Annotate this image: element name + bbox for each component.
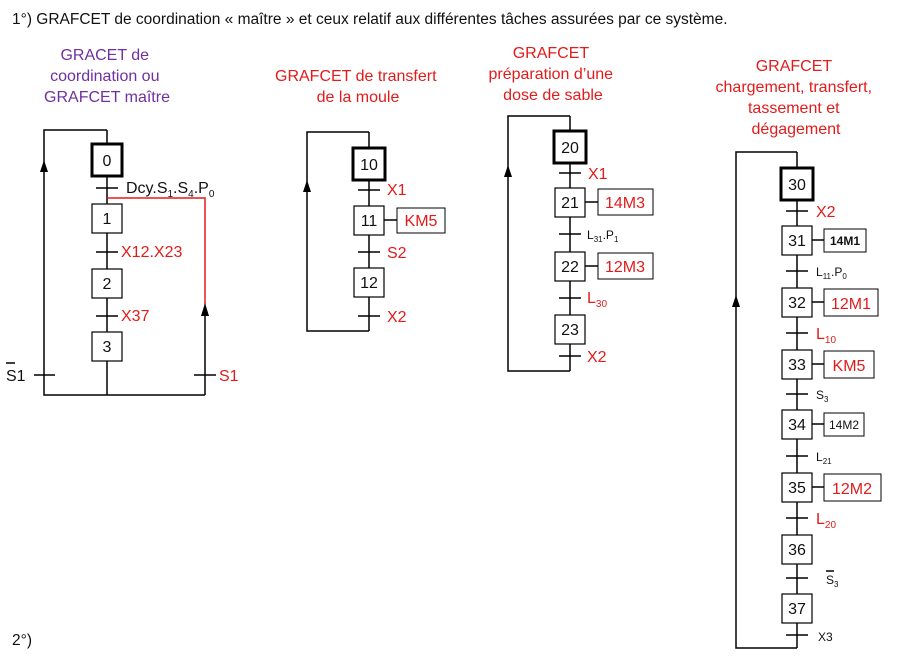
receptivity-36: S3 — [826, 573, 839, 589]
step-30-label: 30 — [788, 177, 806, 194]
step-35-label: 35 — [788, 480, 806, 497]
action-34-label: 14M2 — [829, 418, 859, 432]
step-1 — [91, 203, 123, 234]
receptivity-left: S1 — [6, 368, 26, 385]
step-30 — [779, 166, 815, 202]
grafcet-transfer-title: GRAFCET de transfert de la moule — [275, 68, 441, 106]
action-32-label: 12M1 — [831, 296, 871, 313]
step-32 — [781, 287, 813, 318]
receptivity-21: L31.P1 — [587, 228, 619, 244]
receptivity-35: L20 — [816, 511, 836, 531]
step-33 — [781, 349, 813, 380]
step-3-label: 3 — [103, 339, 112, 356]
receptivity-31: L11.P0 — [816, 265, 847, 281]
step-31 — [781, 225, 813, 256]
step-37-label: 37 — [788, 601, 806, 618]
action-22 — [597, 252, 654, 280]
receptivity-2: X37 — [121, 308, 150, 325]
action-31 — [823, 228, 867, 253]
step-0 — [90, 142, 124, 178]
step-34 — [781, 409, 813, 440]
step-31-label: 31 — [788, 233, 806, 250]
receptivity-34: L21 — [816, 450, 832, 466]
loop-arrow — [504, 165, 512, 177]
receptivity-37: X3 — [818, 630, 833, 644]
step-11 — [353, 205, 385, 236]
step-2 — [91, 268, 123, 299]
step-34-label: 34 — [788, 417, 806, 434]
grafcet-sand-dose: GRAFCET préparation d’une dose de sable … — [489, 45, 654, 372]
receptivity-32: L10 — [816, 326, 836, 346]
step-20-label: 20 — [561, 140, 579, 157]
action-33 — [823, 350, 875, 379]
receptivity-30: X2 — [816, 204, 836, 221]
grafcet-transfer: GRAFCET de transfert de la moule 10 11 1… — [275, 68, 446, 332]
step-20 — [552, 129, 588, 165]
step-37 — [781, 593, 813, 624]
action-11 — [396, 207, 446, 234]
step-2-label: 2 — [103, 276, 112, 293]
step-23-label: 23 — [561, 322, 579, 339]
loop-arrow — [732, 295, 740, 307]
receptivity-20: X1 — [588, 166, 608, 183]
receptivity-0: Dcy.S1.S4.P0 — [126, 180, 215, 200]
step-0-label: 0 — [103, 153, 112, 170]
step-36 — [781, 534, 813, 565]
grafcet-master: GRACET de coordination ou GRAFCET maître… — [6, 47, 239, 396]
loop-arrow — [303, 180, 311, 192]
action-22-label: 12M3 — [605, 259, 645, 276]
step-33-label: 33 — [788, 357, 806, 374]
step-12-label: 12 — [360, 275, 378, 292]
loop-arrow — [40, 160, 48, 172]
action-31-label: 14M1 — [830, 234, 860, 248]
action-21 — [597, 188, 654, 216]
step-10 — [351, 146, 387, 182]
grafcet-sand-dose-title: GRAFCET préparation d’une dose de sable — [489, 45, 618, 104]
page-heading: 1°) GRAFCET de coordination « maître » e… — [12, 11, 728, 28]
action-34 — [823, 412, 865, 437]
branch-arrow — [201, 303, 209, 316]
receptivity-12: X2 — [387, 309, 407, 326]
step-35 — [781, 472, 813, 503]
action-21-label: 14M3 — [605, 195, 645, 212]
receptivity-22: L30 — [587, 290, 607, 310]
step-22 — [554, 251, 586, 282]
action-11-label: KM5 — [405, 213, 438, 230]
action-35-label: 12M2 — [832, 481, 872, 498]
step-10-label: 10 — [360, 157, 378, 174]
step-21-label: 21 — [561, 195, 579, 212]
receptivity-10: X1 — [387, 182, 407, 199]
receptivity-23: X2 — [587, 349, 607, 366]
step-36-label: 36 — [788, 542, 806, 559]
receptivity-33: S3 — [816, 388, 829, 404]
action-35 — [823, 473, 882, 502]
receptivity-right: S1 — [219, 368, 239, 385]
section-2-label: 2°) — [12, 632, 32, 649]
action-32 — [823, 288, 879, 317]
action-33-label: KM5 — [833, 358, 866, 375]
receptivity-1: X12.X23 — [121, 244, 182, 261]
grafcet-loading: GRAFCET chargement, transfert, tassement… — [716, 58, 882, 649]
step-12 — [353, 267, 385, 298]
step-21 — [554, 187, 586, 218]
step-11-label: 11 — [361, 213, 378, 230]
step-23 — [554, 314, 586, 345]
step-1-label: 1 — [103, 211, 112, 228]
receptivity-11: S2 — [387, 245, 407, 262]
step-22-label: 22 — [561, 259, 579, 276]
grafcet-master-title: GRACET de coordination ou GRAFCET maître — [44, 47, 170, 106]
step-32-label: 32 — [788, 295, 806, 312]
step-3 — [91, 331, 123, 362]
grafcet-loading-title: GRAFCET chargement, transfert, tassement… — [716, 58, 877, 138]
